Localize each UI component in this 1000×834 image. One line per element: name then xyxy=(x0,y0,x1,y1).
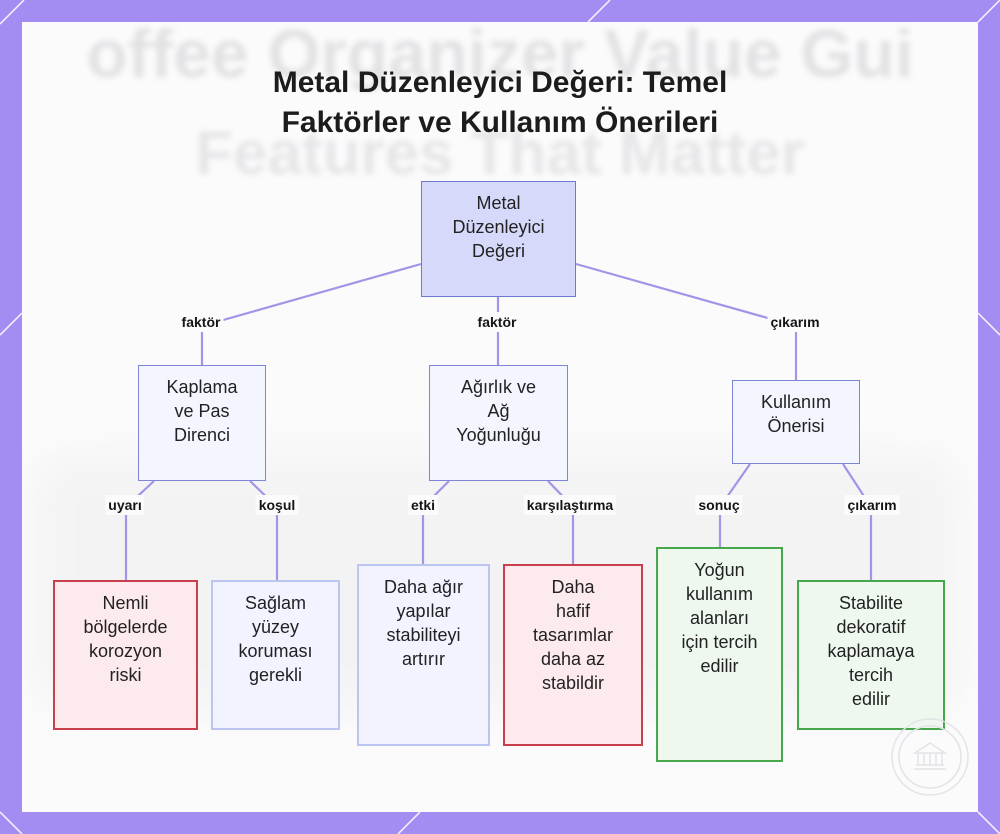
node-label-line: Kaplama xyxy=(166,377,238,397)
node-label-line: kaplamaya xyxy=(827,641,915,661)
node-label-line: stabiliteyi xyxy=(386,625,461,645)
node-label-line: koruması xyxy=(238,641,313,661)
edge-label-coating-surface: koşul xyxy=(255,495,299,515)
node-label-line: tercih xyxy=(848,665,893,685)
node-label-line: kullanım xyxy=(685,584,754,604)
node-label-line: edilir xyxy=(700,656,739,676)
diagram-title: Metal Düzenleyici Değeri: Temel Faktörle… xyxy=(0,63,1000,143)
title-line-1: Metal Düzenleyici Değeri: Temel xyxy=(272,66,728,99)
node-metal-organizer-value: Metal Düzenleyici Değeri xyxy=(421,181,576,297)
node-label-line: stabildir xyxy=(541,673,605,693)
node-humid-corrosion-risk: Nemli bölgelerde korozyon riski xyxy=(53,580,198,730)
title-line-2: Faktörler ve Kullanım Önerileri xyxy=(281,106,719,139)
edge-usage-stability xyxy=(842,463,873,580)
node-usage-recommendation: Kullanım Önerisi xyxy=(732,380,860,464)
node-label-line: gerekli xyxy=(248,665,303,685)
node-surface-protection: Sağlam yüzey koruması gerekli xyxy=(211,580,340,730)
node-label-line: Ağ xyxy=(487,401,510,421)
node-label-line: ve Pas xyxy=(174,401,230,421)
node-lighter-less-stable: Daha hafif tasarımlar daha az stabildir xyxy=(503,564,643,746)
node-label-line: Ağırlık ve xyxy=(460,377,537,397)
node-label-line: Stabilite xyxy=(838,593,904,613)
node-heavier-more-stable: Daha ağır yapılar stabiliteyi artırır xyxy=(357,564,490,746)
background-watermark-text: offee Organizer Value Gui xyxy=(86,22,914,92)
node-intensive-use-preferred: Yoğun kullanım alanları için tercih edil… xyxy=(656,547,783,762)
node-label-line: tasarımlar xyxy=(532,625,613,645)
node-label-line: riski xyxy=(109,665,142,685)
seal-icon xyxy=(891,718,969,796)
edge-label-weight-heavy: etki xyxy=(407,495,439,515)
node-label-line: daha az xyxy=(540,649,606,669)
node-label-line: Kullanım xyxy=(760,392,832,412)
node-label-line: Sağlam xyxy=(244,593,307,613)
edge-label-weight-light: karşılaştırma xyxy=(523,495,617,515)
node-label-line: Daha ağır xyxy=(383,577,464,597)
node-label-line: yapılar xyxy=(396,601,451,621)
edge-root-coating xyxy=(200,262,422,365)
edge-root-usage xyxy=(575,262,798,380)
edge-label-usage-intensive: sonuç xyxy=(695,495,743,515)
node-label-line: korozyon xyxy=(88,641,163,661)
node-label-line: edilir xyxy=(851,689,890,709)
edge-label-usage-stability: çıkarım xyxy=(844,495,900,515)
node-label-line: Nemli xyxy=(102,593,149,613)
edge-label-coating-humid: uyarı xyxy=(105,495,145,515)
node-label-line: Direnci xyxy=(173,425,230,445)
node-stability-over-decor: Stabilite dekoratif kaplamaya tercih edi… xyxy=(797,580,945,730)
node-label-line: Önerisi xyxy=(767,416,825,436)
node-label-line: Yoğunluğu xyxy=(456,425,541,445)
node-label-line: alanları xyxy=(689,608,750,628)
node-weight-mesh-density: Ağırlık ve Ağ Yoğunluğu xyxy=(429,365,568,481)
edge-label-root-usage: çıkarım xyxy=(767,312,823,332)
edge-label-root-coating: faktör xyxy=(178,312,224,332)
node-label-line: Düzenleyici xyxy=(452,217,545,237)
node-label-line: için tercih xyxy=(681,632,758,652)
edge-weight-light xyxy=(547,480,575,564)
background-watermark-text: Features That Matter xyxy=(195,119,805,188)
edge-weight-heavy xyxy=(421,480,450,564)
edge-label-root-weight: faktör xyxy=(474,312,520,332)
node-label-line: Yoğun xyxy=(694,560,745,580)
node-label-line: Daha xyxy=(551,577,595,597)
node-label-line: dekoratif xyxy=(836,617,906,637)
node-label-line: artırır xyxy=(402,649,445,669)
node-label-line: Metal xyxy=(476,193,521,213)
node-label-line: Değeri xyxy=(471,241,526,261)
node-label-line: hafif xyxy=(555,601,591,621)
node-coating-rust-resistance: Kaplama ve Pas Direnci xyxy=(138,365,266,481)
node-label-line: yüzey xyxy=(251,617,300,637)
node-label-line: bölgelerde xyxy=(83,617,168,637)
